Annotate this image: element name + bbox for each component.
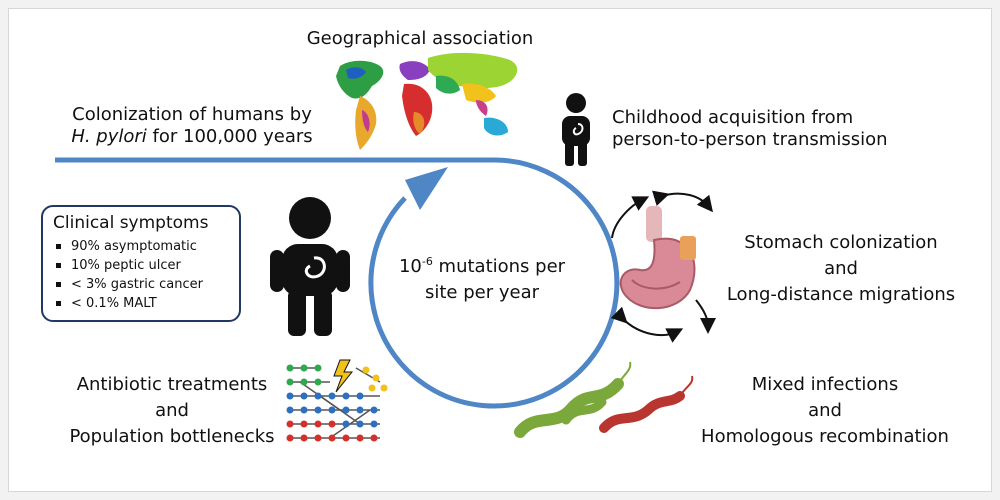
child-icon (562, 93, 590, 166)
clinical-symptoms-title: Clinical symptoms (53, 213, 209, 233)
childhood-line-1: Childhood acquisition from (612, 107, 854, 128)
mixed-line-2: and (808, 400, 842, 421)
antibiotic-treatments-label: Antibiotic treatments and Population bot… (52, 372, 292, 450)
phylogenetic-network-icon (286, 359, 388, 442)
list-item: 90% asymptomatic (53, 237, 229, 256)
antibiotic-line-3: Population bottlenecks (69, 426, 275, 447)
migration-arrow-right-bottom (695, 299, 716, 334)
bacteria-icon (514, 361, 694, 438)
mutation-exponent: -6 (421, 255, 433, 268)
stomach-line-2: and (824, 258, 858, 279)
cycle-circle (368, 157, 620, 409)
mixed-line-3: Homologous recombination (701, 426, 949, 447)
stomach-line-1: Stomach colonization (744, 232, 938, 253)
childhood-acquisition-label: Childhood acquisition from person-to-per… (612, 107, 888, 151)
clinical-symptoms-list: 90% asymptomatic 10% peptic ulcer < 3% g… (53, 237, 229, 313)
species-name: H. pylori (71, 126, 147, 147)
list-item: < 0.1% MALT (53, 294, 229, 313)
list-item: < 3% gastric cancer (53, 275, 229, 294)
colonization-duration: for 100,000 years (146, 126, 313, 147)
person-icon (270, 197, 350, 336)
mutation-rate-label: 10-6 mutations per site per year (392, 254, 572, 306)
stomach-icon (619, 206, 696, 309)
colonization-line-2: H. pylori for 100,000 years (42, 126, 342, 148)
list-item: 10% peptic ulcer (53, 256, 229, 275)
mixed-line-1: Mixed infections (751, 374, 899, 395)
migration-arrow-bottom (610, 306, 684, 343)
stomach-colonization-label: Stomach colonization and Long-distance m… (706, 230, 976, 308)
mutation-line-2: site per year (424, 282, 539, 303)
world-map-icon (336, 52, 518, 150)
mutation-line-1: 10-6 mutations per (392, 254, 572, 280)
migration-arrow-left-top (611, 196, 650, 239)
colonization-line-1: Colonization of humans by (72, 104, 312, 125)
mutation-rest: mutations per (432, 256, 566, 277)
antibiotic-line-1: Antibiotic treatments (76, 374, 268, 395)
stomach-line-3: Long-distance migrations (726, 284, 956, 305)
mutation-base: 10 (398, 256, 422, 277)
colonization-label: Colonization of humans by H. pylori for … (42, 104, 342, 148)
childhood-line-2: person-to-person transmission (612, 129, 888, 150)
clinical-symptoms-box: Clinical symptoms 90% asymptomatic 10% p… (41, 205, 241, 322)
lightning-icon (333, 359, 354, 393)
cycle-arrowhead (405, 167, 448, 210)
mixed-infections-label: Mixed infections and Homologous recombin… (660, 372, 990, 450)
geographical-association-label: Geographical association (306, 28, 534, 49)
antibiotic-line-2: and (155, 400, 189, 421)
migration-arrow-top (652, 190, 714, 213)
